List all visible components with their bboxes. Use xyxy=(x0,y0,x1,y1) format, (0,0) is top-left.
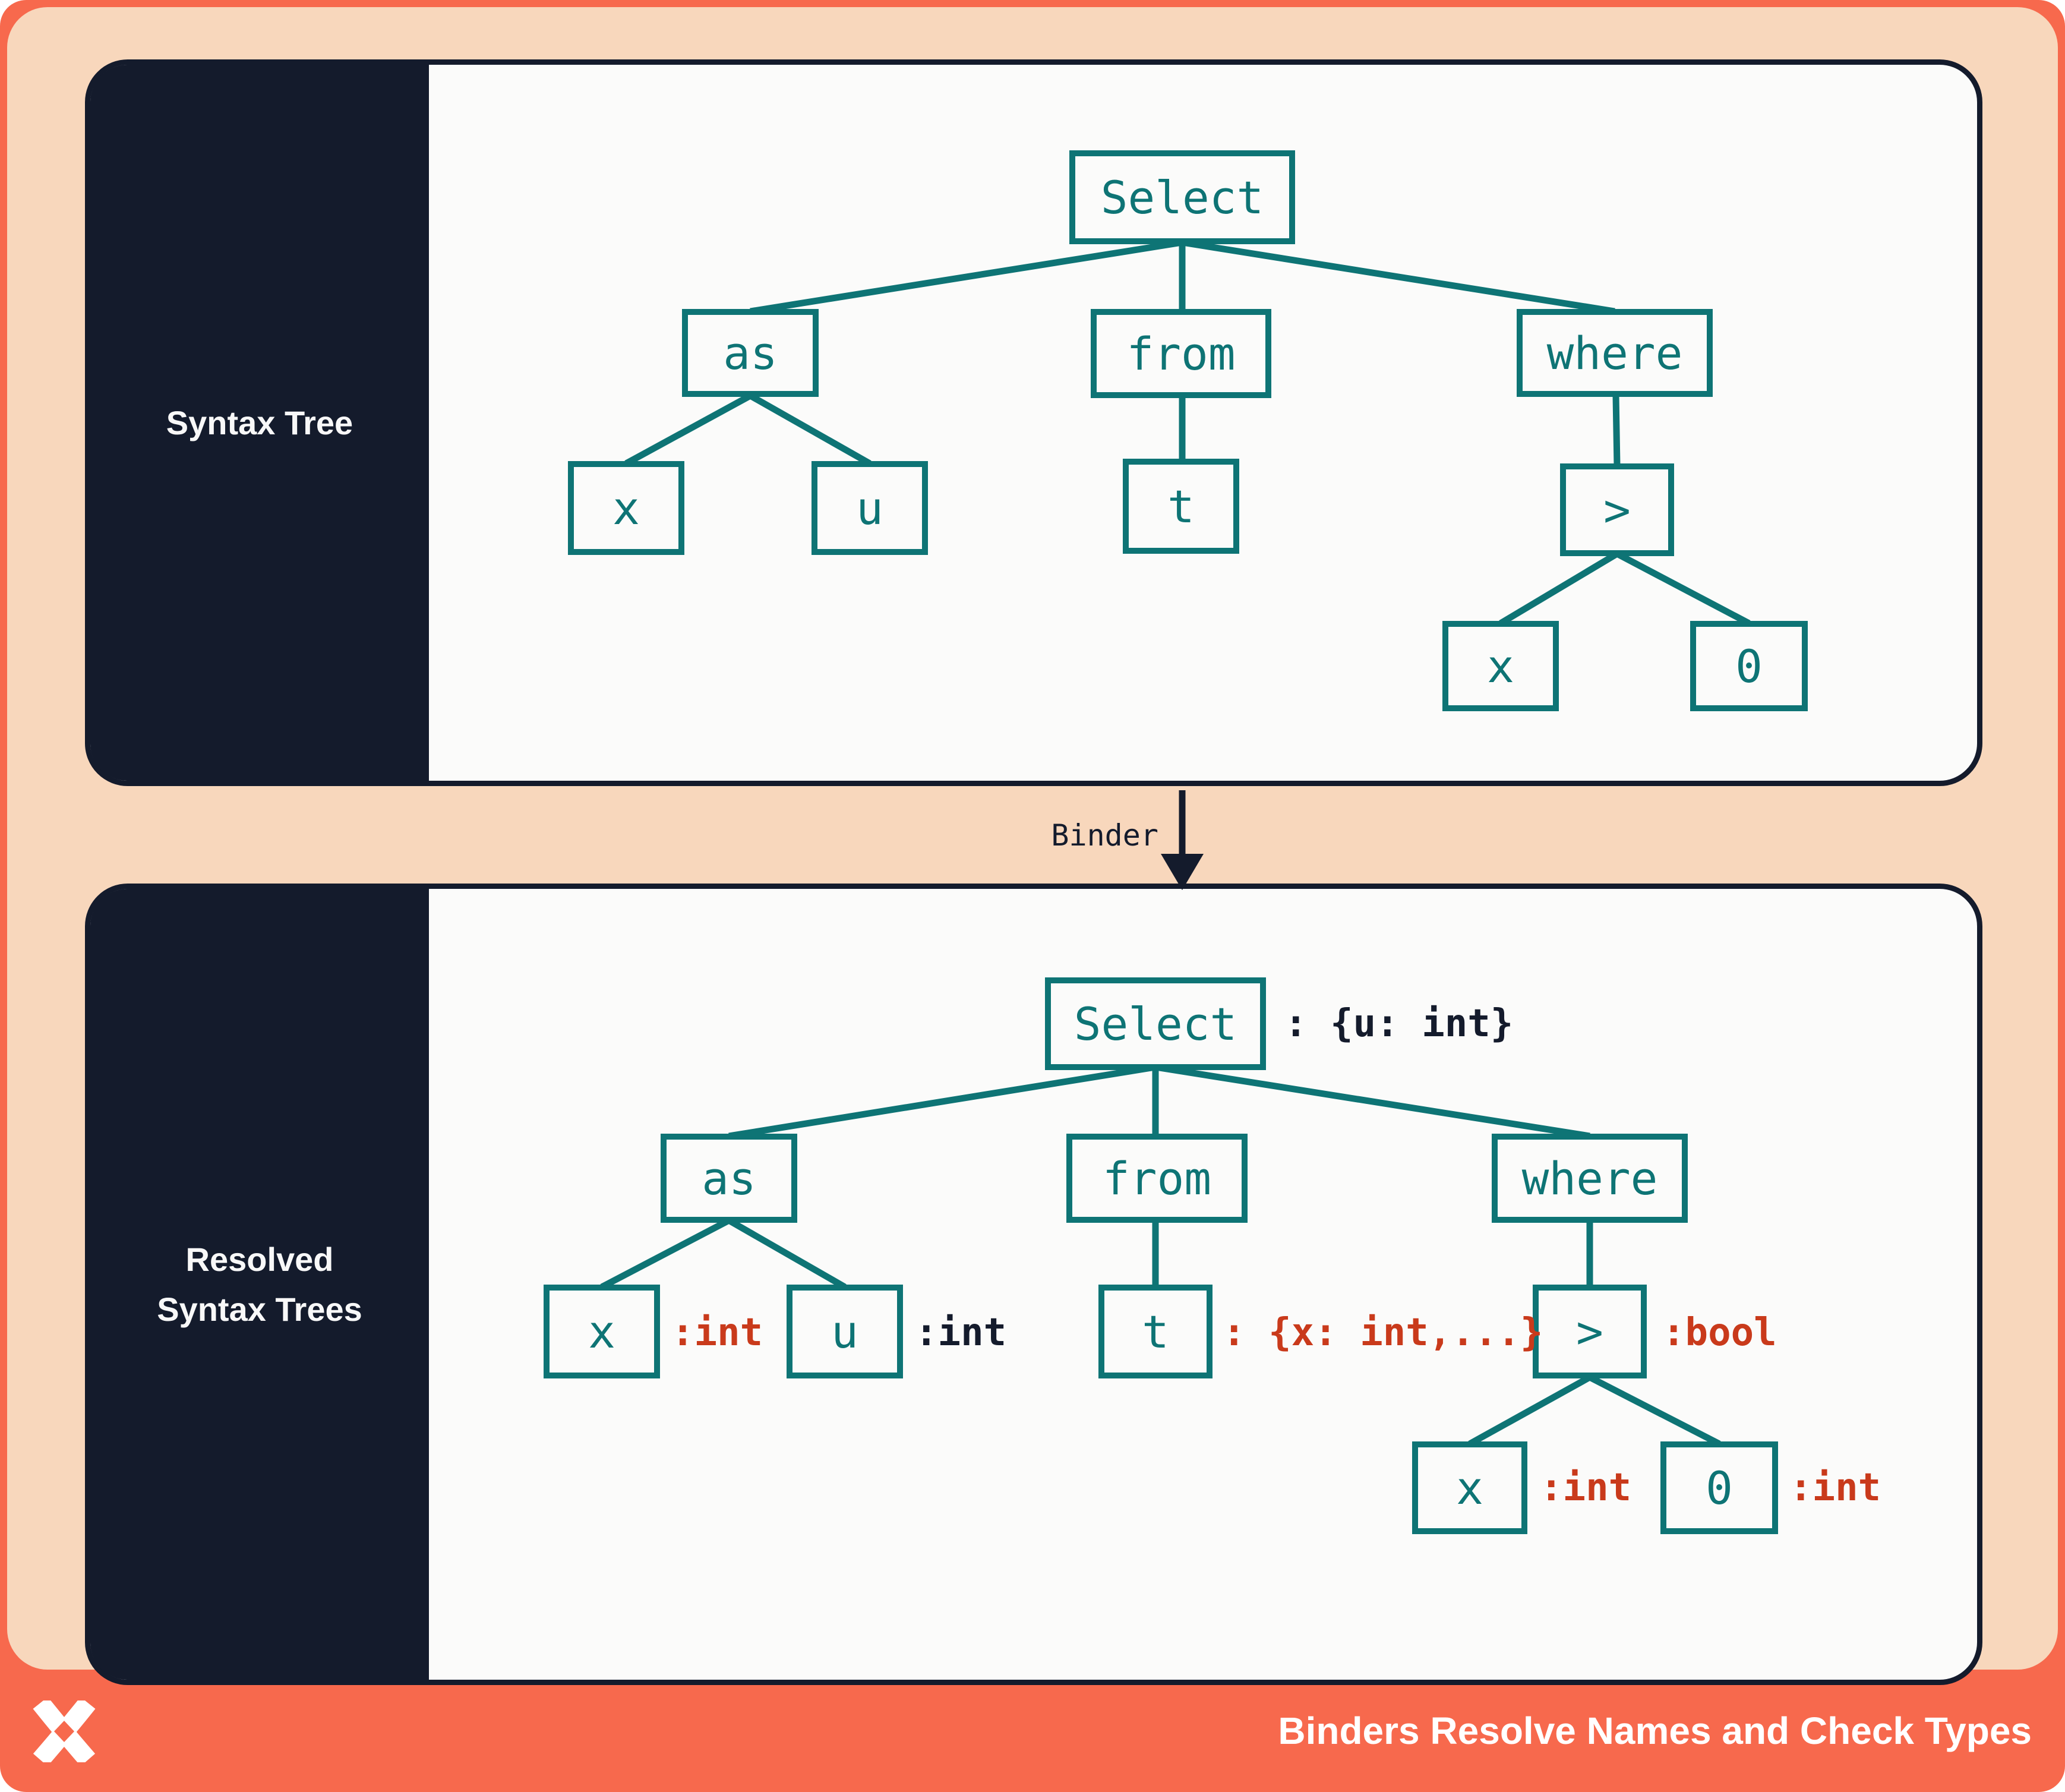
syntax-tree-label: Syntax Tree xyxy=(166,403,353,441)
syntax-tree-panel: Syntax Tree xyxy=(85,59,1982,786)
tree-bottom-node-gt: > xyxy=(1533,1285,1647,1378)
resolved-syntax-trees-sidebar: Resolved Syntax Trees xyxy=(90,889,429,1680)
tree-bottom-node-x-as: x xyxy=(544,1285,660,1378)
tree-top-node-from: from xyxy=(1091,309,1271,398)
tree-bottom-node-zero: 0 xyxy=(1660,1441,1778,1534)
type-annotation-x-gt: :int xyxy=(1540,1466,1632,1510)
tree-top-node-as: as xyxy=(682,309,819,397)
type-annotation-t: : {x: int,...} xyxy=(1223,1311,1543,1355)
tree-top-node-zero: 0 xyxy=(1690,621,1808,711)
type-annotation-x-as: :int xyxy=(671,1311,763,1355)
footer-bar: Binders Resolve Names and Check Types xyxy=(0,1670,2065,1792)
x-mark-logo-icon xyxy=(33,1700,96,1762)
tree-top-node-x-gt: x xyxy=(1442,621,1559,711)
resolved-label-line1: Resolved xyxy=(185,1240,334,1278)
tree-bottom-node-as: as xyxy=(661,1134,797,1223)
resolved-label-line2: Syntax Trees xyxy=(157,1290,362,1328)
tree-bottom-node-select: Select xyxy=(1045,977,1266,1070)
binder-label: Binder xyxy=(1051,818,1158,853)
tree-bottom-node-from: from xyxy=(1066,1134,1248,1223)
resolved-syntax-trees-panel: Resolved Syntax Trees xyxy=(85,884,1982,1685)
footer-title: Binders Resolve Names and Check Types xyxy=(1278,1709,2032,1752)
syntax-tree-sidebar: Syntax Tree xyxy=(90,65,429,781)
type-annotation-zero: :int xyxy=(1789,1466,1881,1510)
type-annotation-gt: :bool xyxy=(1662,1311,1777,1355)
tree-bottom-node-x-gt: x xyxy=(1412,1441,1527,1534)
tree-top-node-x-as: x xyxy=(568,461,684,555)
tree-top-node-t: t xyxy=(1123,459,1239,554)
tree-top-node-u: u xyxy=(812,461,928,555)
tree-bottom-node-t: t xyxy=(1098,1285,1213,1378)
tree-bottom-node-u: u xyxy=(787,1285,903,1378)
type-annotation-u: :int xyxy=(915,1311,1007,1355)
type-annotation-select: : {u: int} xyxy=(1284,1002,1514,1046)
tree-bottom-node-where: where xyxy=(1492,1134,1688,1223)
tree-top-node-gt: > xyxy=(1560,463,1674,556)
tree-top-node-where: where xyxy=(1517,309,1713,397)
tree-top-node-select: Select xyxy=(1069,150,1295,244)
